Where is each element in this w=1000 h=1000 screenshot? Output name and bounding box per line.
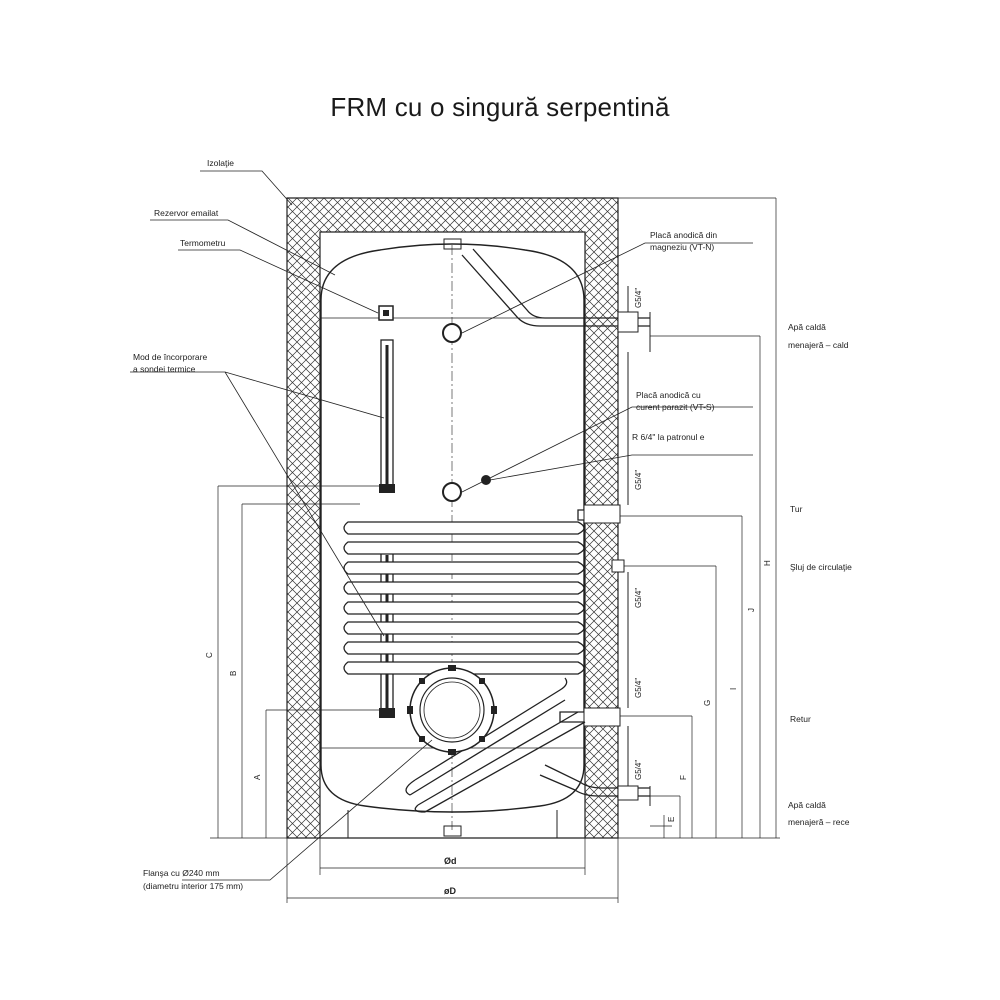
circulation-port (611, 559, 625, 573)
dim-d-small: Ød (444, 856, 457, 866)
label-anod-mg-line1: Placă anodică din (650, 230, 717, 240)
label-izolatie: Izolaţie (207, 158, 234, 168)
label-apa-calda-line2: menajeră – cald (788, 340, 849, 350)
anode-port-top (442, 323, 462, 343)
diagram-title: FRM cu o singură serpentină (330, 92, 670, 122)
dim-b: B (229, 671, 238, 676)
dim-f: F (679, 775, 688, 780)
conn-hot: G5/4" (634, 288, 643, 308)
dim-c: C (205, 652, 214, 658)
label-apa-rece-line2: menajeră – rece (788, 817, 850, 827)
dim-g: G (703, 700, 712, 706)
conn-retur: G5/4" (634, 678, 643, 698)
hot-water-pipe (461, 248, 651, 352)
dim-i: I (729, 688, 738, 690)
sensor-sleeve-upper (379, 339, 395, 493)
label-termometru: Termometru (180, 238, 226, 248)
label-mod-line1: Mod de încorporare (133, 352, 207, 362)
label-r64: R 6/4" la patronul e (632, 432, 705, 442)
conn-tur: G5/4" (634, 470, 643, 490)
dimension-lines-bottom (286, 838, 619, 903)
label-apa-calda-line1: Apă caldă (788, 322, 826, 332)
label-anod-cur-line2: curent parazit (VT-S) (636, 402, 715, 412)
heat-exchanger-coil (343, 509, 613, 723)
dim-a: A (253, 774, 262, 780)
dim-d-big: øD (444, 886, 456, 896)
cold-water-pipe (539, 764, 651, 806)
dim-e: E (667, 817, 676, 822)
flange (407, 665, 497, 755)
label-retur: Retur (790, 714, 811, 724)
dimension-lines-left (210, 485, 382, 839)
anode-port-mid (442, 482, 462, 502)
dim-j: J (747, 608, 756, 612)
label-mod-line2: a sondei termice (133, 364, 196, 374)
label-tur: Tur (790, 504, 803, 514)
conn-rece: G5/4" (634, 760, 643, 780)
coil-outlet (583, 707, 621, 727)
label-flansa-line2: (diametru interior 175 mm) (143, 881, 243, 891)
diagonal-pipes (405, 677, 586, 813)
conn-sluj: G5/4" (634, 588, 643, 608)
label-sluj: Şluj de circulaţie (790, 562, 852, 572)
label-apa-rece-line1: Apă caldă (788, 800, 826, 810)
coil-inlet (583, 504, 621, 524)
dim-h: H (763, 560, 772, 566)
label-anod-cur-line1: Placă anodică cu (636, 390, 701, 400)
label-flansa-line1: Flanşa cu Ø240 mm (143, 868, 220, 878)
label-anod-mg-line2: magneziu (VT-N) (650, 242, 714, 252)
label-rezervor: Rezervor emailat (154, 208, 219, 218)
dimension-lines-right (618, 197, 780, 839)
